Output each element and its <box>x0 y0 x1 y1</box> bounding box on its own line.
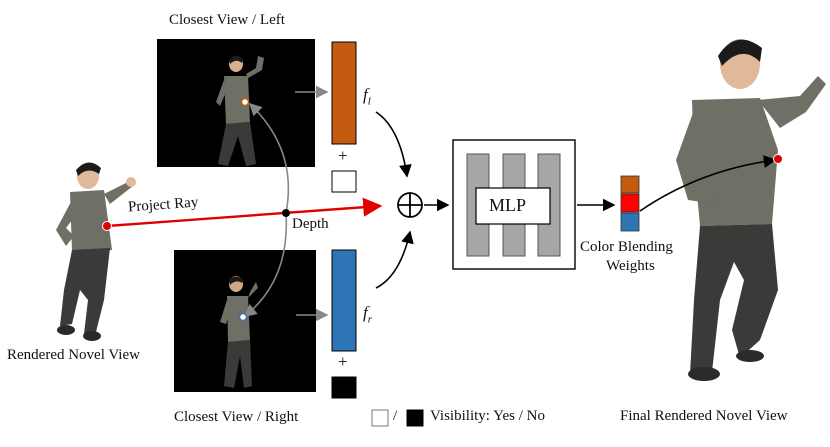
left-visibility-box-visible <box>331 170 357 193</box>
final-rendered-person <box>676 39 826 381</box>
left-feature-to-concat-arrow <box>375 111 412 178</box>
depth-point <box>282 209 290 217</box>
color-blending-label-line1: Color Blending <box>580 239 673 255</box>
weight-left-swatch <box>620 175 640 194</box>
project-ray-line <box>106 197 383 228</box>
final-pixel-point <box>773 154 783 164</box>
closest-view-left-label: Closest View / Left <box>169 12 285 28</box>
weight-right-swatch <box>620 212 640 232</box>
left-feature-bar <box>331 41 357 145</box>
mlp-block <box>452 139 576 270</box>
right-feature-to-concat-arrow <box>375 230 414 289</box>
right-feature-bar <box>331 249 357 352</box>
left-sample-point <box>240 97 250 107</box>
right-view-person <box>220 276 258 388</box>
right-feature-label: fr <box>363 303 373 326</box>
color-blending-label-line2: Weights <box>606 258 655 274</box>
right-plus-sign: + <box>338 352 348 371</box>
visibility-legend-label: Visibility: Yes / No <box>430 408 545 424</box>
depth-label: Depth <box>292 216 329 232</box>
depth-to-right-projection-arrow <box>243 212 288 318</box>
legend-hidden-box <box>406 409 424 427</box>
rendered-novel-view-person <box>56 162 136 341</box>
ray-origin-point <box>102 221 112 231</box>
weight-blend-swatch <box>620 193 640 213</box>
depth-to-left-projection-arrow <box>248 102 290 214</box>
legend-visible-box <box>371 409 389 427</box>
right-sample-point <box>238 312 248 322</box>
final-rendered-label: Final Rendered Novel View <box>620 408 788 424</box>
right-visibility-box-hidden <box>331 376 357 399</box>
legend-separator: / <box>393 408 398 424</box>
weights-to-final-arrow <box>639 155 777 212</box>
left-view-person <box>216 55 264 166</box>
rendered-novel-view-label: Rendered Novel View <box>7 347 140 363</box>
left-plus-sign: + <box>338 146 348 165</box>
concat-operator-icon <box>397 192 423 218</box>
left-feature-label: fl <box>363 85 371 108</box>
closest-view-right-label: Closest View / Right <box>174 409 299 425</box>
mlp-label: MLP <box>489 195 527 215</box>
